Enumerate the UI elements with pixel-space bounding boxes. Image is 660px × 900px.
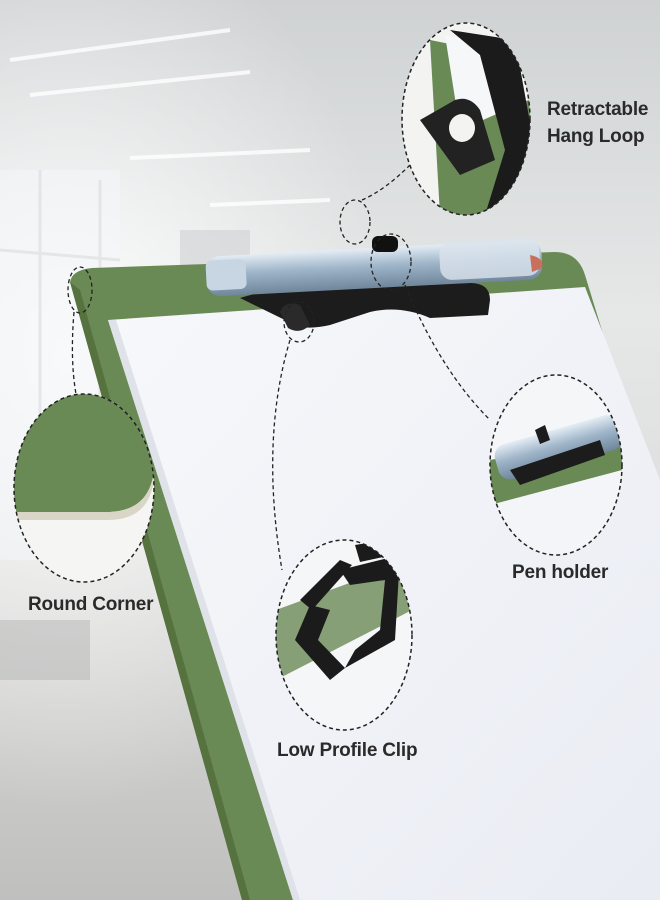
pen-holder-label: Pen holder: [512, 562, 609, 583]
low-profile-clip-label: Low Profile Clip: [277, 740, 418, 761]
hang-loop-label-line1: Retractable: [547, 99, 649, 120]
hang-loop-label: Retractable Hang Loop: [547, 96, 648, 150]
hang-loop-label-line2: Hang Loop: [547, 126, 645, 147]
callout-hang-loop: [401, 22, 531, 216]
round-corner-label: Round Corner: [28, 594, 154, 615]
callout-round-corner: [13, 393, 155, 583]
callout-pen-holder: [489, 374, 623, 556]
callout-low-profile-clip: [275, 539, 413, 731]
callout-connectors: [67, 164, 491, 571]
clip-with-pen: [205, 236, 543, 331]
